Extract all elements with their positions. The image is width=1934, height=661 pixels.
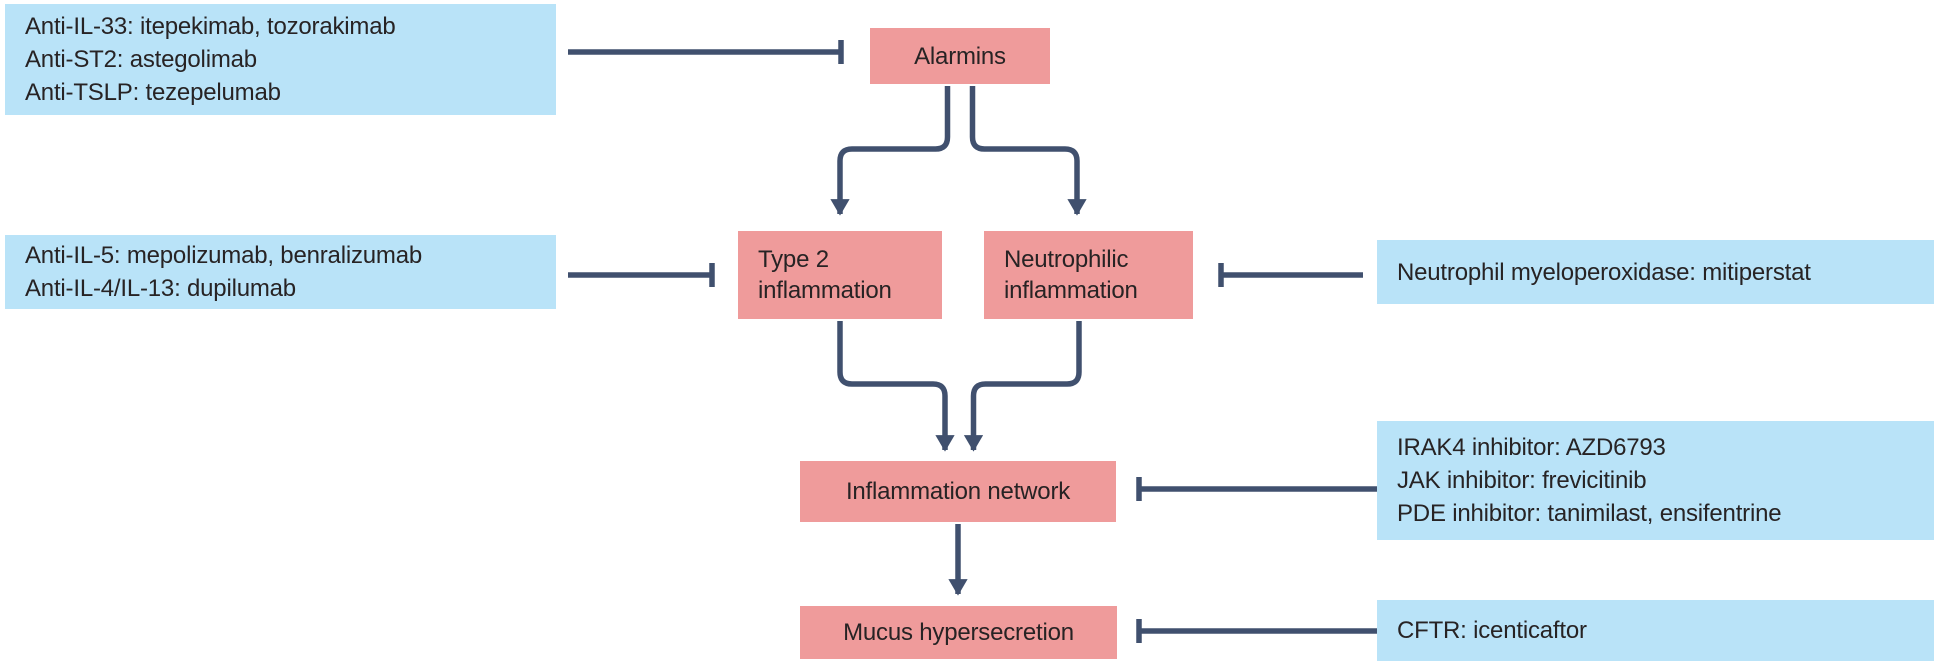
- node-mucus-hypersecretion: Mucus hypersecretion: [800, 606, 1117, 659]
- inhibition-line-network: [1136, 477, 1377, 501]
- annotation-mucus-inhibitors: CFTR: icenticaftor: [1377, 600, 1934, 661]
- annotation-line: IRAK4 inhibitor: AZD6793: [1397, 434, 1666, 461]
- annotation-line: Anti-IL-5: mepolizumab, benralizumab: [25, 242, 422, 269]
- annotation-line: CFTR: icenticaftor: [1397, 617, 1587, 644]
- annotation-line: Anti-IL-33: itepekimab, tozorakimab: [25, 13, 396, 40]
- node-label: inflammation: [1004, 277, 1138, 304]
- arrow-alarmins-to-neutrophilic: [969, 86, 1087, 216]
- node-alarmins: Alarmins: [870, 28, 1050, 84]
- annotation-network-inhibitors: IRAK4 inhibitor: AZD6793 JAK inhibitor: …: [1377, 421, 1934, 540]
- node-label: Alarmins: [914, 42, 1006, 70]
- node-label: inflammation: [758, 277, 892, 304]
- annotation-line: Anti-TSLP: tezepelumab: [25, 79, 281, 106]
- inhibition-line-alarmins: [568, 40, 844, 64]
- annotation-line: Anti-ST2: astegolimab: [25, 46, 257, 73]
- annotation-line: Neutrophil myeloperoxidase: mitiperstat: [1397, 258, 1811, 286]
- annotation-type2-inhibitors: Anti-IL-5: mepolizumab, benralizumab Ant…: [5, 235, 556, 309]
- node-label: Inflammation network: [845, 478, 1071, 505]
- node-label: Neutrophilic: [1004, 246, 1129, 273]
- annotation-line: Anti-IL-4/IL-13: dupilumab: [25, 275, 296, 302]
- annotation-line: PDE inhibitor: tanimilast, ensifentrine: [1397, 500, 1782, 527]
- inhibition-line-type2: [568, 263, 715, 287]
- node-label: Type 2: [758, 246, 829, 273]
- annotation-alarmin-inhibitors: Anti-IL-33: itepekimab, tozorakimab Anti…: [5, 4, 556, 115]
- inhibition-line-neutrophilic: [1218, 263, 1363, 287]
- inhibition-line-mucus: [1136, 619, 1377, 643]
- annotation-line: JAK inhibitor: frevicitinib: [1397, 467, 1647, 494]
- node-label: Mucus hypersecretion: [843, 619, 1074, 646]
- node-type2-inflammation: Type 2 inflammation: [738, 231, 942, 319]
- node-neutrophilic-inflammation: Neutrophilic inflammation: [984, 231, 1193, 319]
- arrow-neutrophilic-to-network: [963, 321, 1082, 452]
- arrow-alarmins-to-type2: [830, 86, 951, 216]
- node-inflammation-network: Inflammation network: [800, 461, 1116, 522]
- annotation-neutrophilic-inhibitors: Neutrophil myeloperoxidase: mitiperstat: [1377, 240, 1934, 304]
- arrow-type2-to-network: [837, 321, 955, 452]
